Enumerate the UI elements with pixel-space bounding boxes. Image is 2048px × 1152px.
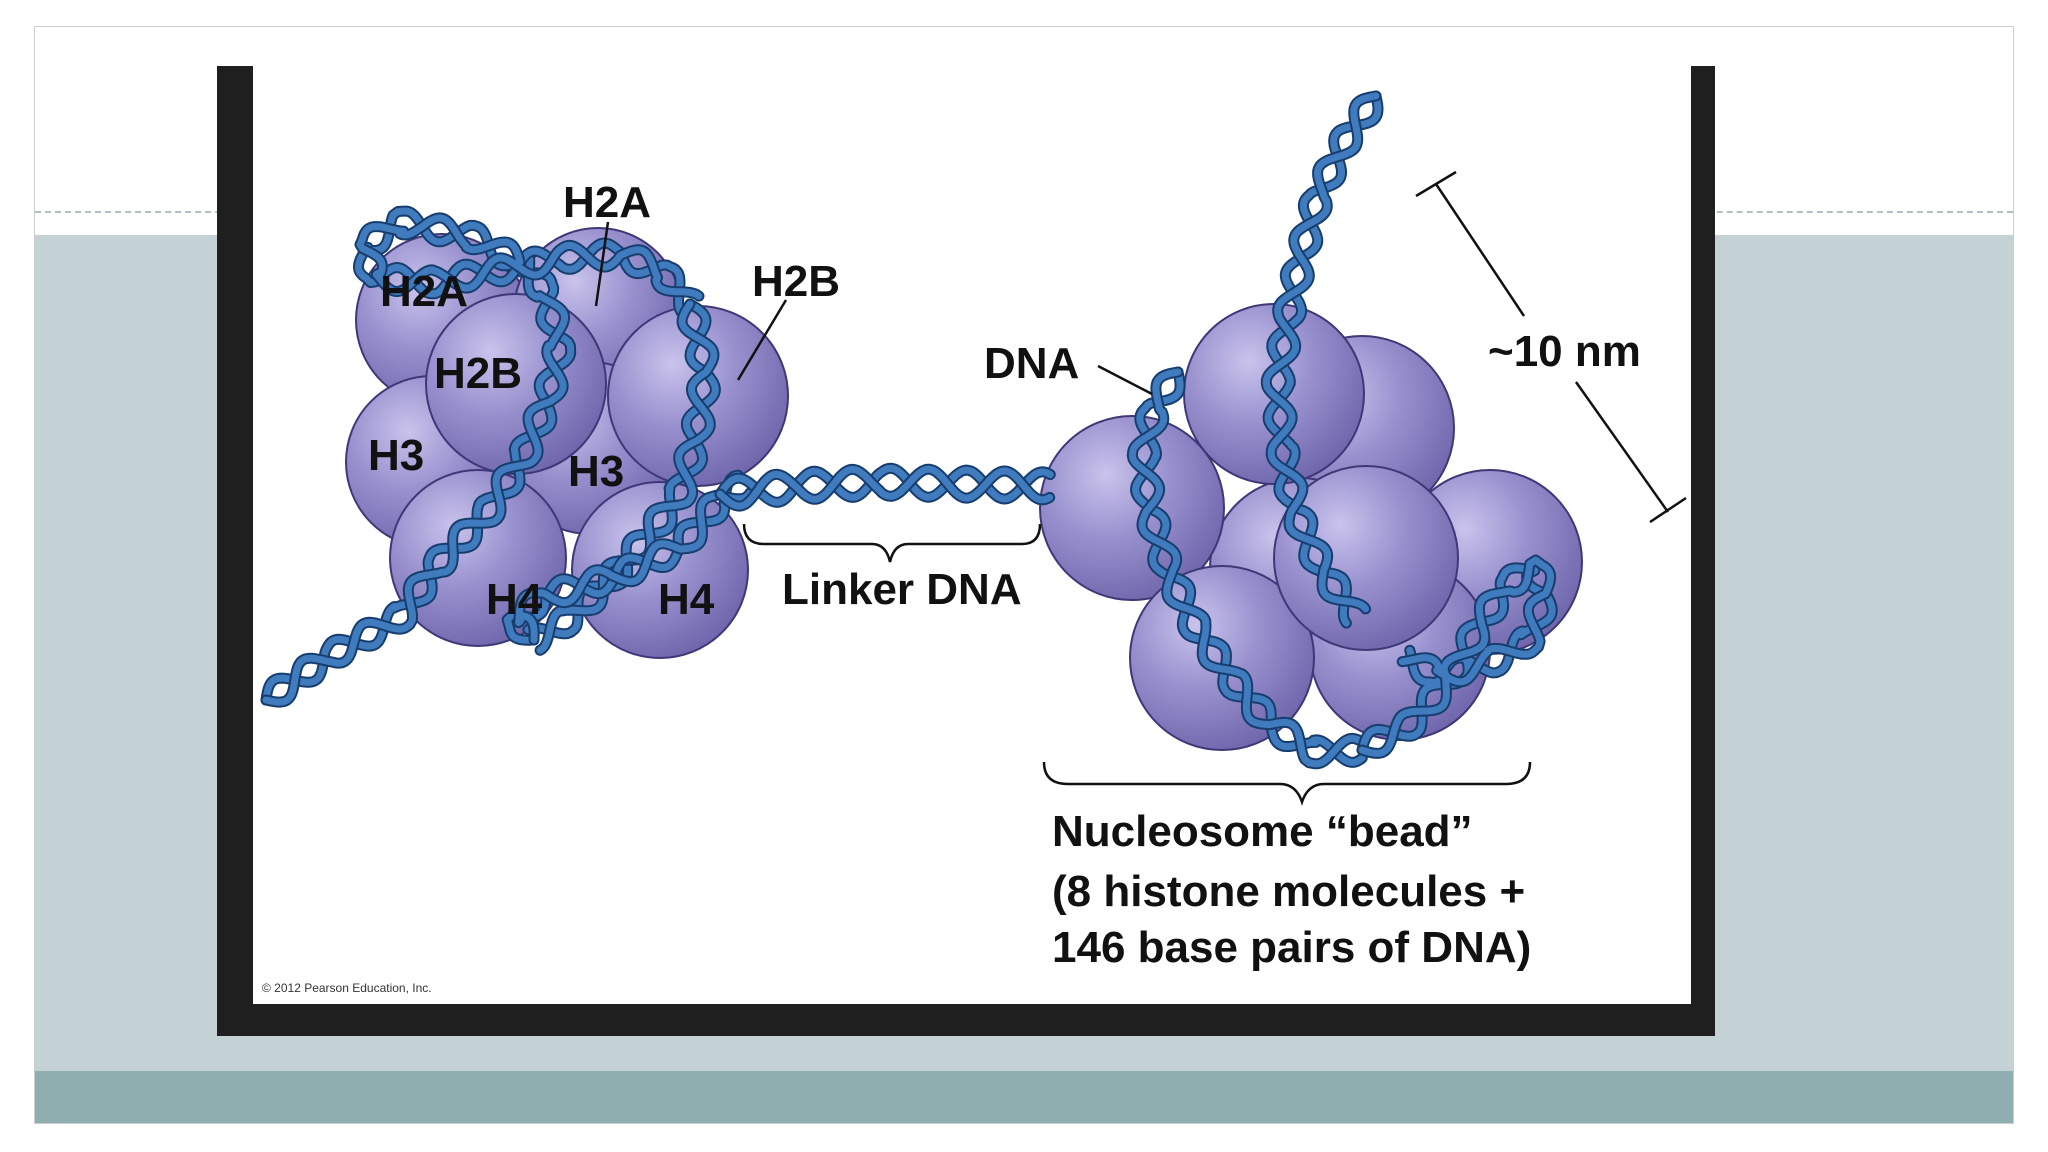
dna-strand-back: [716, 464, 1054, 506]
label-h3-left: H3: [368, 431, 424, 480]
dna-strand-back: [262, 265, 575, 704]
dna-strand-back: [503, 471, 742, 644]
dna-strand-front: [356, 214, 703, 300]
scale-bar-10nm: [1415, 170, 1687, 524]
dna-helix-left-low-loop: [501, 469, 756, 646]
dna-strand-front: [1128, 368, 1366, 768]
dna-strand-front: [515, 489, 754, 644]
slide-bottom-band: [35, 1071, 2013, 1123]
label-linker-dna: Linker DNA: [782, 565, 1022, 614]
label-h2b: H2B: [434, 349, 522, 398]
dna-strand-front: [716, 465, 1054, 510]
dna-helix-layer: [260, 90, 1558, 770]
dna-leader: [1097, 364, 1153, 396]
label-10nm: ~10 nm: [1488, 327, 1641, 376]
label-h4-left: H4: [486, 575, 543, 624]
dna-helix-right-tail-top: [1260, 90, 1384, 629]
label-h2a: H2A: [380, 267, 468, 316]
label-h3-right: H3: [568, 447, 624, 496]
dna-strand-back: [355, 207, 685, 316]
caption-line-1: Nucleosome “bead”: [1052, 807, 1473, 856]
label-h2a-top: H2A: [563, 178, 651, 227]
dna-helix-right-wrap-front: [1126, 366, 1368, 770]
dna-strand-front: [536, 300, 718, 654]
dna-helix-left-top-loop: [353, 205, 705, 318]
dna-helix-right-wrap-back: [1356, 554, 1558, 759]
histone-sphere: [1273, 465, 1459, 651]
copyright-notice: © 2012 Pearson Education, Inc.: [262, 981, 432, 995]
dna-strand-front: [262, 251, 569, 706]
dna-helix-left-tail: [260, 249, 577, 708]
dna-strand-front: [1358, 556, 1555, 757]
caption-line-3: 146 base pairs of DNA): [1052, 923, 1531, 972]
label-h2b-top: H2B: [752, 257, 840, 306]
dna-helix-linker: [714, 462, 1056, 512]
linker-dna-brace: [742, 523, 1042, 563]
h2b-top-leader: [736, 299, 788, 381]
dna-strand-front: [1262, 92, 1380, 613]
caption-line-2: (8 histone molecules +: [1052, 867, 1525, 916]
label-dna: DNA: [984, 339, 1079, 388]
dna-strand-back: [1132, 368, 1366, 766]
h2a-top-leader: [594, 221, 610, 307]
nucleosome-bead-brace: [1042, 761, 1532, 806]
label-h4-right: H4: [658, 575, 715, 624]
